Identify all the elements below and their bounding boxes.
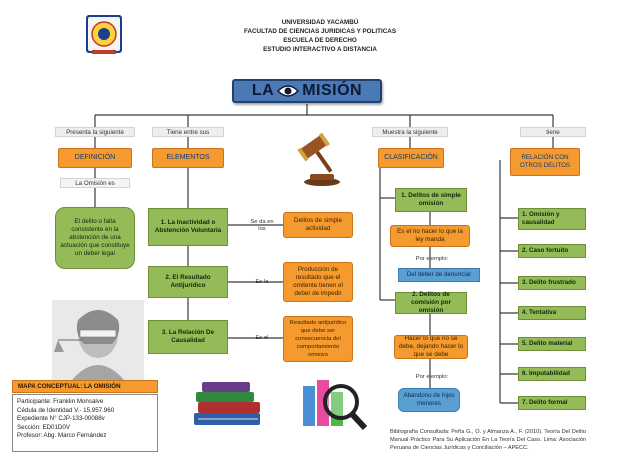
relacion-item-2: 2. Caso fortuito	[518, 244, 586, 258]
clasificacion-example-label-2: Por ejemplo:	[415, 374, 449, 380]
definicion-text: El delito o falta consistente en la abst…	[55, 207, 135, 269]
branch-clasificacion: CLASIFICACIÓN	[378, 148, 444, 168]
elemento-2: 2. El Resultado Antijurídico	[148, 266, 228, 298]
participant-cedula: Cédula de Identidad V.- 15.957.960	[17, 406, 115, 414]
clasificacion-example-label-1: Por ejemplo:	[415, 256, 449, 262]
clasificacion-item2-desc: Hacer lo que no se debe, dejando hacer l…	[394, 335, 468, 359]
relacion-item-4: 4. Tentativa	[518, 306, 586, 320]
bibliografia: Bibliografía Consultada: Peña G., O. y A…	[390, 429, 586, 451]
branch-definicion: DEFINICIÓN	[58, 148, 132, 168]
header-line4: ESTUDIO INTERACTIVO A DISTANCIA	[263, 46, 377, 53]
participant-seccion: Sección: ED01D0V	[17, 423, 70, 431]
elemento-2-link: Es la	[255, 279, 269, 285]
clasificacion-item2-example: Abandono de hijos menores	[398, 388, 460, 412]
mapa-conceptual-label: MAPA CONCEPTUAL: LA OMISIÓN	[12, 380, 158, 393]
relacion-item-5: 5. Delito material	[518, 337, 586, 351]
lady-justice-image	[52, 300, 144, 380]
branch-elementos: ELEMENTOS	[152, 148, 224, 168]
clasificacion-item1-desc: Es el no hacer lo que la ley manda	[390, 225, 470, 247]
gavel-icon	[297, 132, 340, 186]
elemento-1-link: Se da en los	[250, 219, 274, 232]
magnifier-image	[303, 380, 368, 431]
participant-profesor: Profesor: Abg. Marco Fernández	[17, 432, 107, 439]
elemento-2-desc: Producción de resultado que el omitente …	[283, 262, 353, 302]
relacion-item-3: 3. Delito frustrado	[518, 276, 586, 290]
clasificacion-item1-example: Del deber de denunciar	[398, 268, 480, 282]
elemento-3: 3. La Relación De Causalidad	[148, 320, 228, 354]
title-part1: LA	[251, 82, 275, 99]
header-line2: FACULTAD DE CIENCIAS JURIDICAS Y POLITIC…	[243, 28, 397, 35]
label-tiene: tiene	[520, 127, 586, 137]
elemento-3-desc: Resultado antijurídico que debe ser cons…	[283, 316, 353, 362]
label-tiene-entre: Tiene entre sus	[152, 127, 224, 137]
header-line3: ESCUELA DE DERECHO	[283, 37, 357, 44]
map-title: LA MISIÓN	[232, 79, 382, 103]
elemento-3-link: Es el	[255, 335, 269, 341]
relacion-item-1: 1. Omisión y causalidad	[518, 208, 586, 230]
participant-name: Participante: Franklin Monsalve	[17, 398, 104, 405]
books-image	[194, 382, 260, 425]
definicion-subtitle: La Omisión es	[60, 178, 130, 188]
elemento-1: 1. La Inactividad o Abstención Voluntari…	[148, 208, 228, 246]
university-logo	[86, 15, 122, 54]
participant-info: Participante: Franklin Monsalve Cédula d…	[12, 394, 158, 452]
header-line1: UNIVERSIDAD YACAMBÚ	[281, 19, 359, 26]
title-part2: MISIÓN	[302, 82, 363, 99]
participant-expediente: Expediente N° CJP-133-00088v	[17, 415, 105, 422]
relacion-item-6: 6. Imputabilidad	[518, 367, 586, 381]
elemento-1-desc: Delitos de simple actividad	[283, 212, 353, 238]
label-muestra: Muestra la siguiente	[372, 127, 448, 137]
relacion-item-7: 7. Delito formal	[518, 396, 586, 410]
university-header: UNIVERSIDAD YACAMBÚ FACULTAD DE CIENCIAS…	[210, 18, 430, 54]
clasificacion-item1: 1. Delitos de simple omisión	[395, 188, 467, 212]
branch-relacion: RELACIÓN CON OTROS DELITOS	[510, 148, 580, 176]
eye-icon	[277, 85, 300, 97]
clasificacion-item2: 2. Delitos de comisión por omisión	[395, 291, 467, 314]
label-presenta: Presenta la siguiente	[55, 127, 135, 137]
